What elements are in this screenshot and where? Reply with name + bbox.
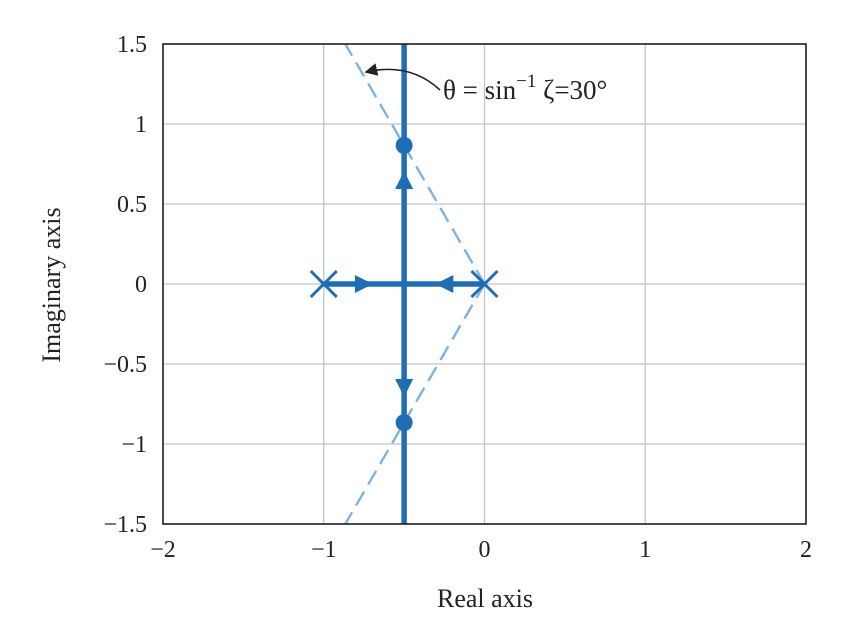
- damping-line: [344, 283, 486, 525]
- damping-point: [395, 414, 413, 432]
- plot-frame: [162, 43, 807, 525]
- x-tick-label: −1: [311, 537, 337, 563]
- x-tick-label: −2: [150, 537, 176, 563]
- direction-arrow: [395, 379, 414, 397]
- y-tick-label: −1: [121, 432, 147, 458]
- y-tick-label: 1.5: [117, 32, 147, 58]
- y-tick-label: −1.5: [103, 512, 147, 538]
- direction-arrow: [395, 171, 414, 189]
- annotation-prefix: θ = sin: [443, 75, 517, 105]
- y-tick-label: 1: [135, 112, 147, 138]
- root-locus-branches: [323, 44, 485, 524]
- annotation-arrow: [364, 63, 441, 91]
- y-axis-label: Imaginary axis: [37, 207, 66, 362]
- damping-angle-annotation: θ = sin−1 ζ=30°: [443, 71, 607, 105]
- x-tick-label: 1: [639, 537, 651, 563]
- y-tick-label: −0.5: [103, 352, 147, 378]
- y-tick-label: 0.5: [117, 192, 147, 218]
- locus-markers: [309, 136, 499, 432]
- damping-lines: [344, 43, 486, 525]
- pole-stroke: [309, 269, 338, 299]
- tick-labels: −2 −1 0 1 2 −1.5 −1 −0.5 0 0.5 1 1.5: [103, 32, 812, 563]
- y-tick-label: 0: [135, 272, 147, 298]
- pole-marker: [470, 269, 499, 299]
- damping-line: [344, 43, 486, 285]
- annotation-suffix: ζ=30°: [536, 75, 607, 105]
- pole-marker: [309, 269, 338, 299]
- x-tick-label: 0: [479, 537, 491, 563]
- direction-arrow: [435, 275, 454, 293]
- pole-stroke: [470, 269, 499, 299]
- x-axis-label: Real axis: [437, 584, 533, 613]
- damping-point: [395, 136, 413, 154]
- annotation-superscript: −1: [516, 71, 536, 92]
- x-tick-label: 2: [800, 537, 812, 563]
- direction-arrow: [354, 275, 373, 293]
